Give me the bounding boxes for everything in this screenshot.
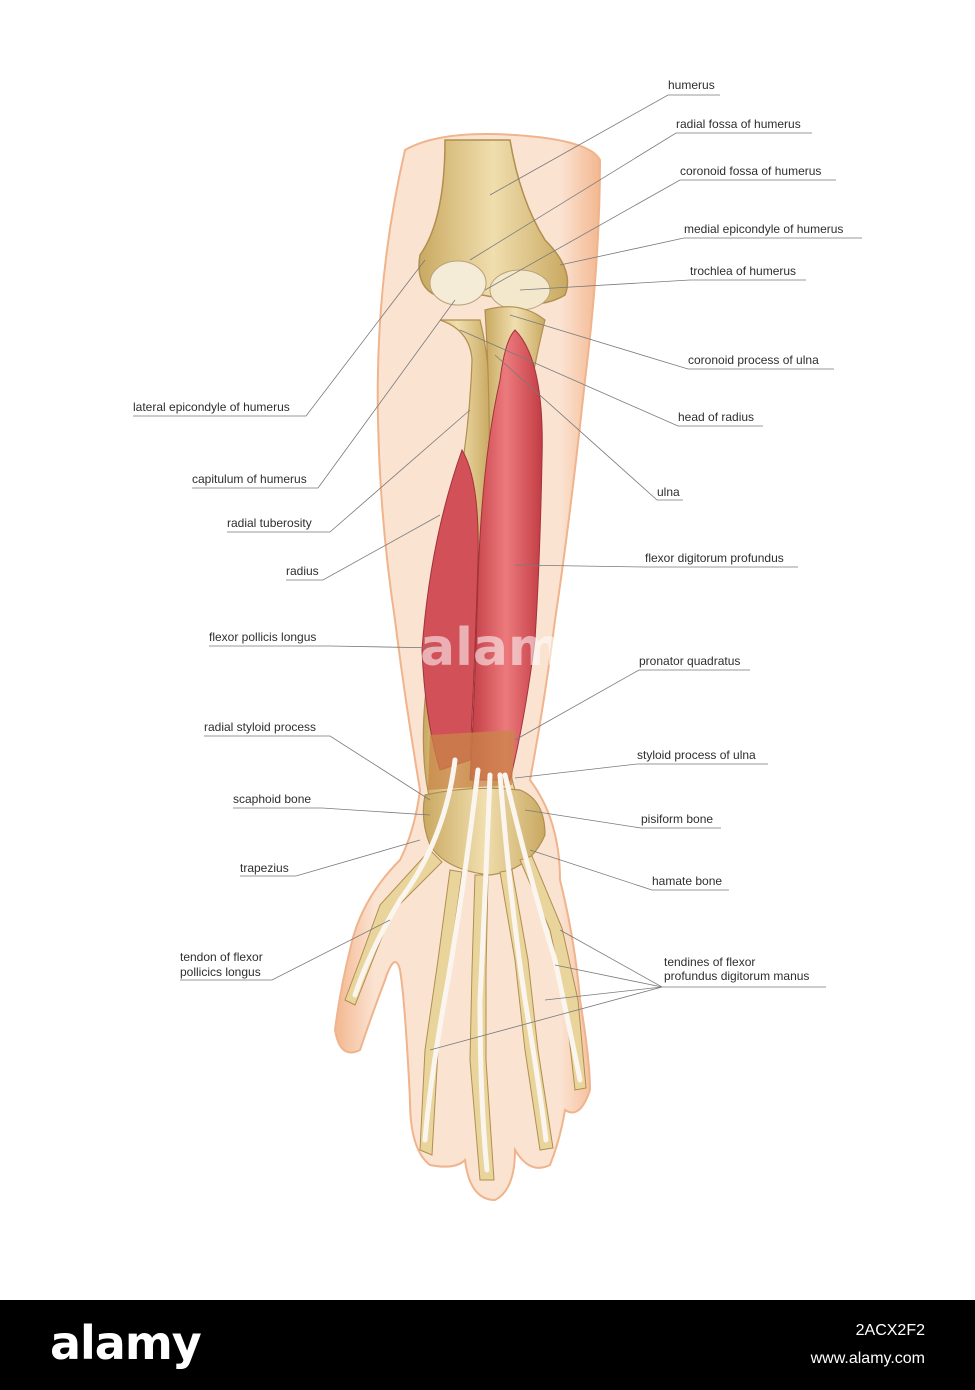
label-ulna: ulna	[657, 485, 680, 499]
anatomy-illustration	[133, 94, 862, 1202]
pronator-quadratus	[428, 730, 515, 790]
label-radial-styloid: radial styloid process	[204, 720, 317, 734]
capitulum	[429, 260, 487, 306]
label-coronoid-process: coronoid process of ulna	[688, 353, 819, 367]
label-pisiform-bone: pisiform bone	[641, 812, 714, 826]
label-styloid-process-ulna: styloid process of ulna	[637, 748, 756, 762]
label-tendines-line-1: tendines of flexor	[664, 955, 756, 969]
label-humerus: humerus	[668, 78, 715, 92]
site-url: www.alamy.com	[810, 1350, 925, 1367]
label-radius: radius	[286, 564, 319, 578]
label-flexor-pollicis-longus: flexor pollicis longus	[209, 630, 317, 644]
label-flexor-digitorum-profundus: flexor digitorum profundus	[645, 551, 784, 565]
label-hamate-bone: hamate bone	[652, 874, 723, 888]
label-trochlea: trochlea of humerus	[690, 264, 797, 278]
label-medial-epicondyle: medial epicondyle of humerus	[684, 222, 844, 236]
label-tendines-line-2: profundus digitorum manus	[664, 969, 810, 983]
label-tendon-fpl-line-1: tendon of flexor	[180, 950, 263, 964]
label-radial-fossa: radial fossa of humerus	[676, 117, 801, 131]
label-head-of-radius: head of radius	[678, 410, 755, 424]
label-scaphoid: scaphoid bone	[233, 792, 312, 806]
label-lateral-epicondyle: lateral epicondyle of humerus	[133, 400, 290, 414]
watermark: alamy	[420, 618, 597, 678]
alamy-logo: alamy	[50, 1316, 202, 1370]
label-radial-tuberosity: radial tuberosity	[227, 516, 312, 530]
label-capitulum: capitulum of humerus	[192, 472, 307, 486]
footer-bar: alamy 2ACX2F2 www.alamy.com	[0, 1300, 975, 1390]
label-coronoid-fossa: coronoid fossa of humerus	[680, 164, 822, 178]
flexor-tendons	[352, 757, 583, 1173]
label-pronator-quadratus: pronator quadratus	[639, 654, 741, 668]
label-tendon-fpl-line-2: pollicics longus	[180, 965, 261, 979]
leader-lines	[133, 94, 862, 1051]
image-id: 2ACX2F2	[855, 1322, 925, 1339]
label-trapezius: trapezius	[240, 861, 289, 875]
